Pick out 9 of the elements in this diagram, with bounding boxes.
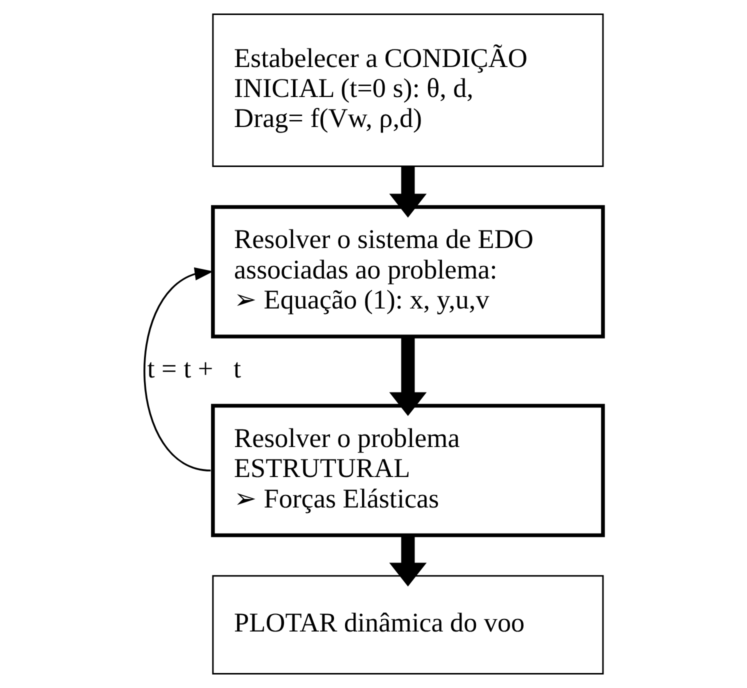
arrow	[389, 535, 427, 586]
node-box: Resolver o problema ESTRUTURAL ➢ Forças Elásticas	[211, 404, 605, 538]
arrow	[144, 267, 214, 472]
node-box: Estabelecer a CONDIÇÃO INICIAL (t=0 s): θ, d, Drag= f(Vw, ρ,d)	[212, 13, 604, 168]
node-box: PLOTAR dinâmica do voo	[212, 575, 604, 675]
edge-label: t = t + t	[147, 354, 242, 384]
arrow	[389, 336, 427, 416]
node-box: Resolver o sistema de EDO associadas ao problema: ➢ Equação (1): x, y,u,v	[211, 205, 605, 338]
arrow	[389, 166, 427, 218]
